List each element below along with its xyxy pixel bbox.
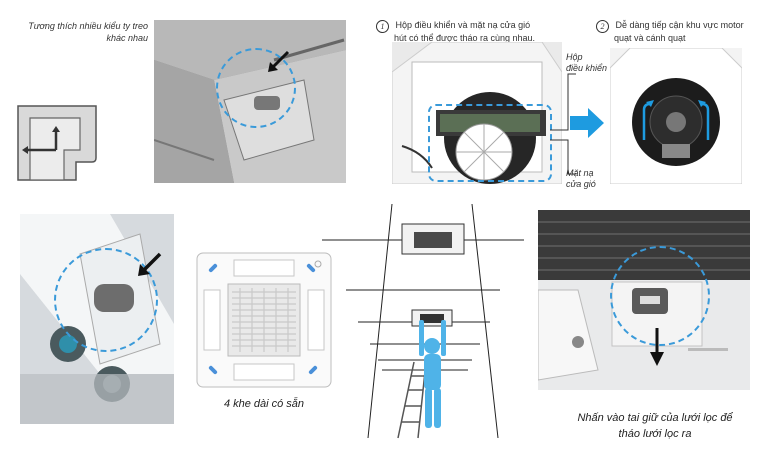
- pointer-arrow-icon: [268, 50, 290, 72]
- label-leader-lines: [550, 73, 576, 175]
- step1-text: 1 Hộp điều khiển và mặt nạ cửa gió hút c…: [376, 20, 566, 44]
- step-arrow-icon: [570, 108, 604, 138]
- grille-label: Mặt nạ cửa gió: [566, 168, 596, 190]
- filter-caption-line2: tháo lưới lọc ra: [618, 428, 692, 440]
- hanger-photo: [154, 20, 346, 183]
- fan-motor-photo: [610, 48, 742, 184]
- hanger-caption-line2: khác nhau: [106, 33, 148, 43]
- step2-line2: quạt và cánh quạt: [614, 33, 686, 43]
- latch-highlight-circle: [54, 248, 158, 352]
- control-box-label: Hộp điều khiển: [566, 52, 607, 74]
- hanger-caption-line1: Tương thích nhiều kiểu ty treo: [28, 21, 148, 31]
- filter-highlight-circle: [610, 246, 710, 346]
- down-arrow-icon: [650, 328, 664, 366]
- control-box-label-line2: điều khiển: [566, 63, 608, 73]
- panel-diagram: [196, 252, 332, 388]
- latch-photo: [20, 214, 174, 424]
- filter-caption: Nhấn vào tai giữ của lưới lọc để tháo lư…: [540, 410, 770, 442]
- latch-pointer-arrow-icon: [138, 252, 162, 276]
- filter-caption-line1: Nhấn vào tai giữ của lưới lọc để: [577, 412, 733, 424]
- grille-label-line1: Mặt nạ: [566, 168, 594, 178]
- hanger-caption: Tương thích nhiều kiểu ty treo khác nhau: [18, 20, 148, 44]
- grille-label-line2: cửa gió: [566, 179, 596, 189]
- step1-line1: Hộp điều khiển và mặt nạ cửa gió: [395, 20, 531, 30]
- hanger-highlight-circle: [216, 48, 296, 128]
- control-box-photo: [392, 42, 562, 184]
- ceiling-perspective-diagram: [322, 202, 524, 440]
- step1-number: 1: [376, 20, 389, 33]
- grille-dashed-frame: [428, 104, 552, 182]
- slots-caption: 4 khe dài có sẵn: [223, 398, 305, 410]
- step2-number: 2: [596, 20, 609, 33]
- filter-tab-photo: [538, 210, 750, 390]
- hanger-bracket-icon: [16, 100, 100, 184]
- step2-text: 2 Dễ dàng tiếp cận khu vực motor quạt và…: [596, 20, 776, 44]
- step2-line1: Dễ dàng tiếp cận khu vực motor: [615, 20, 744, 30]
- control-box-label-line1: Hộp: [566, 52, 583, 62]
- step1-line2: hút có thể được tháo ra cùng nhau.: [394, 33, 536, 43]
